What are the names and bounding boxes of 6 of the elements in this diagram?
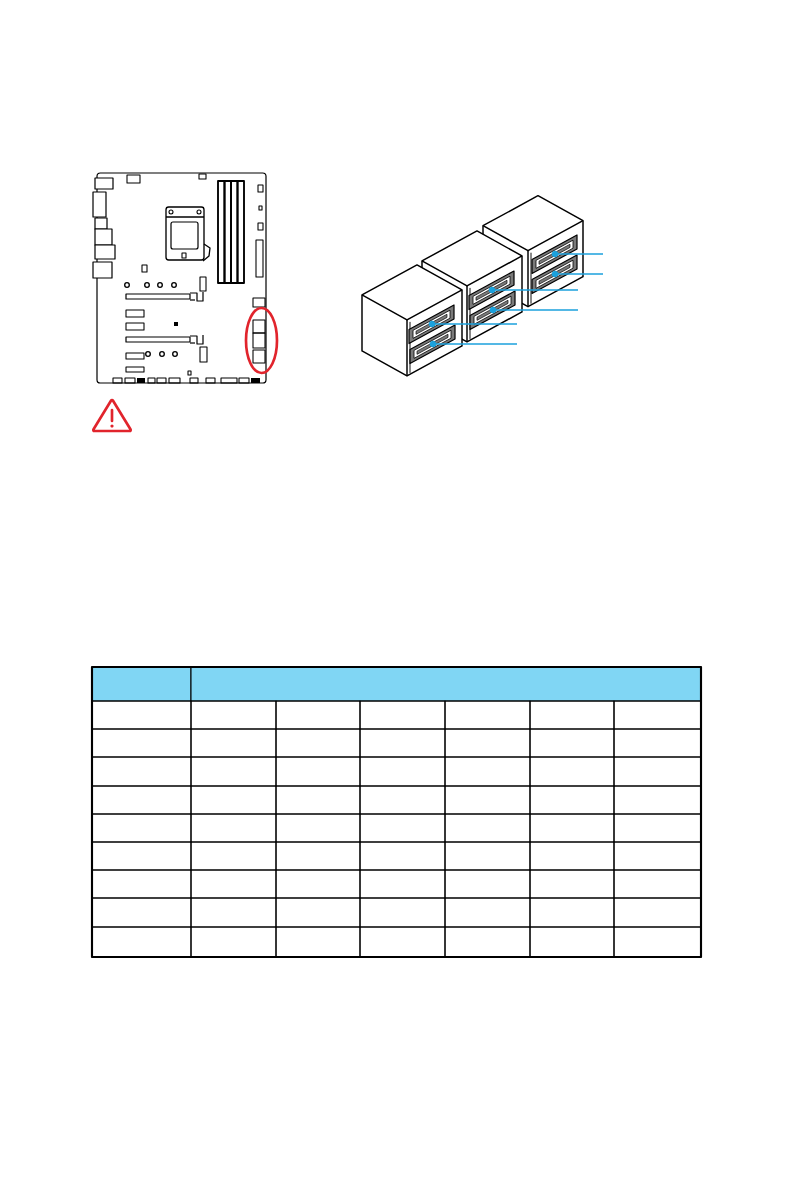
leader-line [429,340,518,348]
leader-line [488,286,579,294]
leader-line [551,250,604,258]
leader-line [489,306,579,314]
leader-line [551,270,604,278]
leader-line [428,320,518,328]
